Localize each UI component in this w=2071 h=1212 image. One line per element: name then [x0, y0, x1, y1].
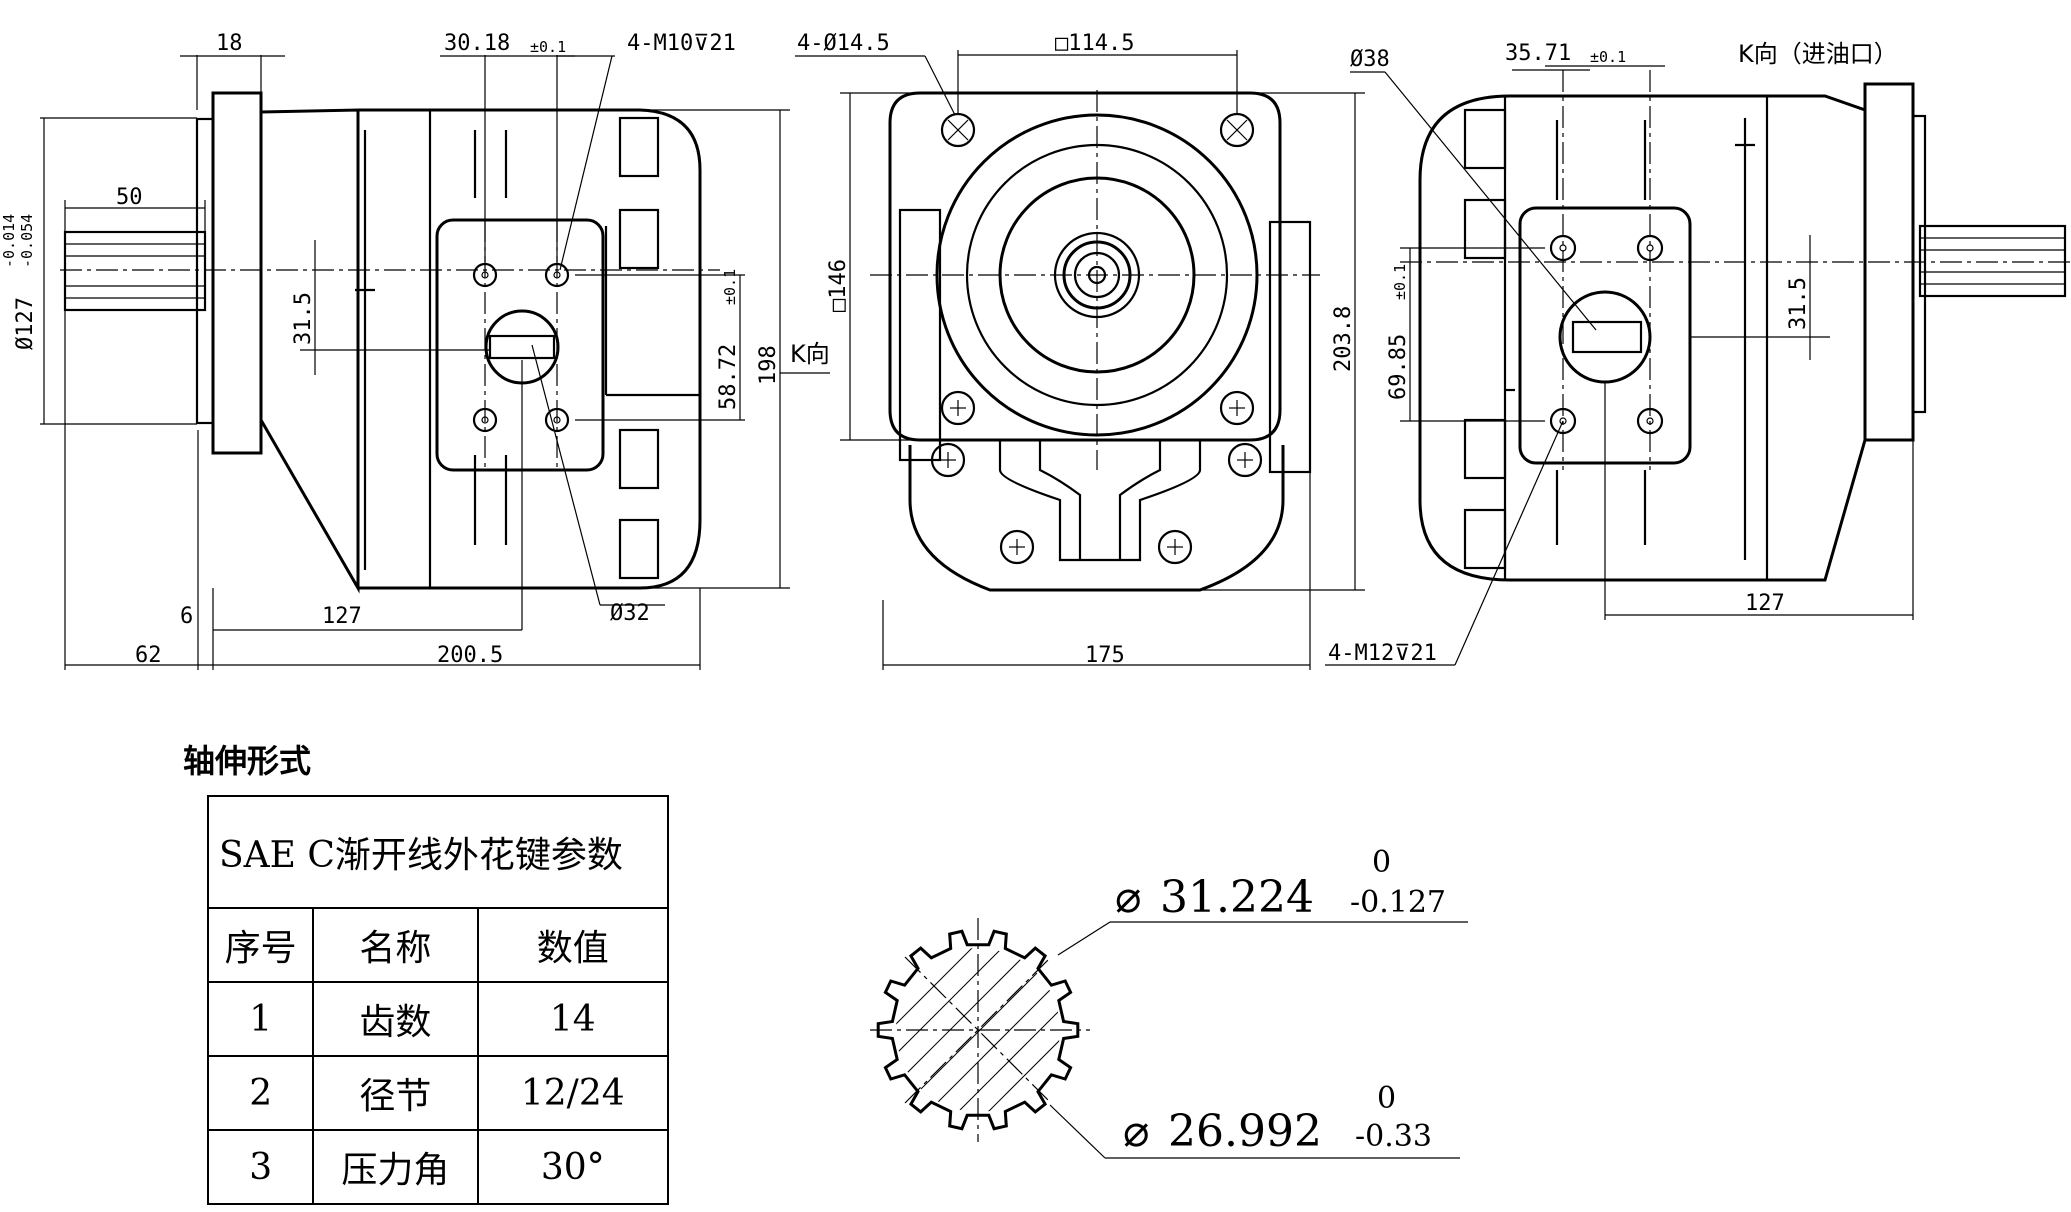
front-view-bolt-holes — [930, 112, 1263, 565]
dim-127-left: 127 — [322, 604, 362, 629]
row-index: 3 — [206, 1129, 315, 1205]
spline-od-upper-tol: 0 — [1372, 845, 1391, 880]
spline-od-lower-tol: -0.127 — [1350, 885, 1446, 920]
spline-outline — [876, 929, 1080, 1131]
front-view: 4-Ø14.5 □114.5 □146 203.8 175 — [795, 31, 1365, 670]
row-index: 1 — [206, 981, 315, 1057]
dim-6: 6 — [180, 604, 193, 629]
holes-4-phi14-5: 4-Ø14.5 — [797, 31, 890, 56]
left-side-view: 18 30.18 ±0.1 4-M10⊽21 Ø127 -0.014 -0.05… — [0, 31, 830, 670]
spline-table-caption: SAE C渐开线外花键参数 — [207, 795, 669, 909]
spline-section-detail: ⌀ 31.224 0 -0.127 ⌀ 26.992 0 -0.33 — [870, 845, 1468, 1159]
tol-phi127-upper: -0.014 — [0, 214, 18, 268]
tol-69-85: ±0.1 — [1391, 264, 1409, 300]
table-header-row: 序号 名称 数值 — [206, 907, 669, 983]
spline-od-value: 31.224 — [1160, 872, 1314, 923]
dim-203-8: 203.8 — [1331, 306, 1356, 372]
dim-62: 62 — [135, 643, 162, 668]
dim-31-5-right: 31.5 — [1786, 277, 1811, 330]
header-index: 序号 — [206, 907, 315, 983]
dim-phi38: Ø38 — [1350, 47, 1390, 72]
row-name: 径节 — [312, 1055, 479, 1131]
right-side-view: Ø38 35.71 ±0.1 K向（进油口） 69.85 ±0.1 31.5 1… — [1325, 40, 2070, 666]
row-index: 2 — [206, 1055, 315, 1131]
table-row: 1 齿数 14 — [206, 981, 669, 1057]
tol-58-72: ±0.1 — [721, 269, 739, 305]
shaft-extension-title: 轴伸形式 — [183, 742, 312, 780]
row-name: 齿数 — [312, 981, 479, 1057]
dim-31-5: 31.5 — [291, 292, 316, 345]
dim-phi32: Ø32 — [610, 601, 650, 626]
dim-200-5: 200.5 — [437, 643, 503, 668]
thread-m12: 4-M12⊽21 — [1328, 641, 1437, 666]
dim-175: 175 — [1085, 643, 1125, 668]
row-value: 14 — [476, 981, 669, 1057]
tol-phi127-lower: -0.054 — [18, 214, 36, 268]
dim-35-71: 35.71 — [1505, 41, 1571, 66]
dim-phi127: Ø127 — [13, 297, 38, 350]
dim-30-18: 30.18 — [444, 31, 510, 56]
k-direction-inlet: K向（进油口） — [1738, 40, 1898, 68]
spline-id-value: 26.992 — [1168, 1106, 1322, 1157]
table-row: 3 压力角 30° — [206, 1129, 669, 1205]
dim-198: 198 — [756, 345, 781, 385]
spline-id-symbol: ⌀ — [1123, 1106, 1150, 1157]
k-direction-label: K向 — [790, 340, 830, 368]
header-name: 名称 — [312, 907, 479, 983]
row-name: 压力角 — [312, 1129, 479, 1205]
spline-teeth — [876, 929, 1080, 1131]
header-value: 数值 — [476, 907, 669, 983]
dim-127-right: 127 — [1745, 591, 1785, 616]
thread-m10: 4-M10⊽21 — [627, 31, 736, 56]
square-146: □146 — [826, 259, 851, 312]
row-value: 12/24 — [476, 1055, 669, 1131]
square-114-5: □114.5 — [1055, 31, 1134, 56]
spline-id-lower-tol: -0.33 — [1355, 1119, 1432, 1154]
row-value: 30° — [476, 1129, 669, 1205]
tol-30-18: ±0.1 — [530, 38, 566, 56]
spline-od-symbol: ⌀ — [1115, 872, 1142, 923]
spline-parameter-table: SAE C渐开线外花键参数 序号 名称 数值 1 齿数 14 2 径节 12/2… — [206, 795, 669, 1205]
dim-69-85: 69.85 — [1386, 334, 1411, 400]
dim-50: 50 — [116, 185, 143, 210]
right-view-bolt-holes — [1549, 234, 1664, 435]
spline-id-upper-tol: 0 — [1377, 1081, 1396, 1116]
dim-18: 18 — [216, 31, 243, 56]
dim-58-72: 58.72 — [716, 344, 741, 410]
table-row: 2 径节 12/24 — [206, 1055, 669, 1131]
tol-35-71: ±0.1 — [1590, 48, 1626, 66]
